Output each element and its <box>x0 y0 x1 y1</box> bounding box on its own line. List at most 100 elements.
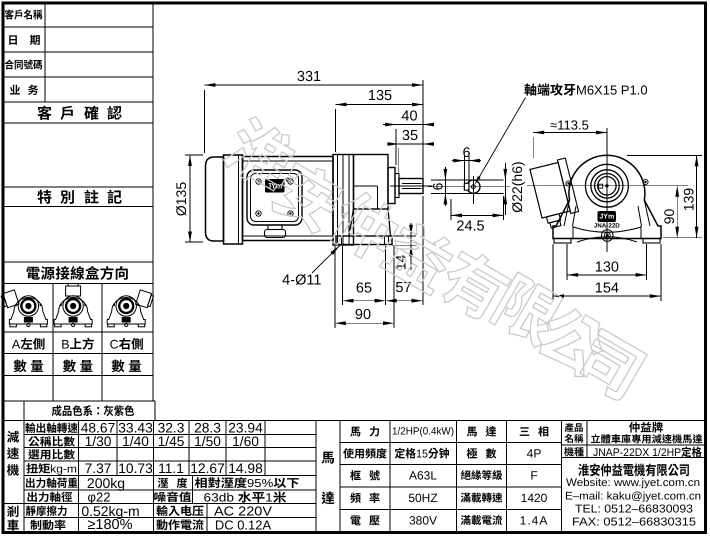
svg-text:Website: www.jyet.com.cn: Website: www.jyet.com.cn <box>566 477 700 489</box>
svg-text:車: 車 <box>7 515 20 534</box>
svg-text:絕緣等級: 絕緣等級 <box>461 468 503 483</box>
svg-text:200kg: 200kg <box>87 475 125 491</box>
svg-text:電: 電 <box>350 513 361 529</box>
svg-text:JNAP-22DX 1/2HP定格: JNAP-22DX 1/2HP定格 <box>593 444 702 460</box>
svg-text:率: 率 <box>369 490 380 506</box>
svg-text:方: 方 <box>100 263 115 284</box>
svg-text:公稱比數: 公稱比數 <box>28 433 75 449</box>
svg-text:相: 相 <box>538 424 549 440</box>
svg-text:154: 154 <box>595 281 619 297</box>
svg-text:馬: 馬 <box>321 447 335 467</box>
svg-text:F: F <box>530 469 537 483</box>
svg-text:380V: 380V <box>409 514 437 528</box>
svg-text:DC 0.12A: DC 0.12A <box>215 517 272 532</box>
svg-text:合同號碼: 合同號碼 <box>5 58 43 73</box>
svg-text:出力軸荷重: 出力軸荷重 <box>25 475 78 491</box>
svg-text:1/45: 1/45 <box>158 434 185 449</box>
svg-text:記: 記 <box>107 187 122 208</box>
svg-text:制動率: 制動率 <box>30 517 66 533</box>
svg-text:量: 量 <box>128 355 142 375</box>
svg-text:331: 331 <box>297 69 321 85</box>
svg-text:JYm: JYm <box>267 182 282 191</box>
svg-text:JNA-22D: JNA-22D <box>594 222 621 229</box>
svg-text:57: 57 <box>395 280 411 296</box>
svg-text:6: 6 <box>463 144 471 160</box>
svg-text:14.98: 14.98 <box>228 461 263 476</box>
svg-text:軸端攻牙M6X15 P1.0: 軸端攻牙M6X15 P1.0 <box>524 80 648 99</box>
svg-text:確: 確 <box>84 103 99 124</box>
svg-text:盒: 盒 <box>85 263 100 284</box>
svg-text:名稱: 名稱 <box>564 431 584 445</box>
svg-text:剎: 剎 <box>7 501 20 520</box>
svg-text:E–mail: kaku@jyet.com.cn: E–mail: kaku@jyet.com.cn <box>565 491 701 503</box>
svg-text:A63L: A63L <box>409 469 437 483</box>
svg-text:65: 65 <box>356 281 372 297</box>
svg-text:壓: 壓 <box>369 513 380 529</box>
svg-text:數: 數 <box>111 355 125 375</box>
svg-text:A左側: A左側 <box>12 334 45 353</box>
svg-text:輸入电压: 輸入电压 <box>156 503 205 519</box>
svg-text:135: 135 <box>368 88 392 104</box>
svg-text:期: 期 <box>30 32 41 48</box>
svg-text:Ø22(h6): Ø22(h6) <box>509 161 525 212</box>
svg-text:接: 接 <box>55 263 70 284</box>
svg-text:力: 力 <box>369 424 380 440</box>
svg-text:三: 三 <box>519 424 530 440</box>
svg-text:≈113.5: ≈113.5 <box>550 118 589 133</box>
svg-text:1420: 1420 <box>521 491 548 505</box>
svg-text:靜摩擦力: 靜摩擦力 <box>26 503 68 519</box>
svg-text:動作電流: 動作電流 <box>156 517 205 533</box>
svg-text:立體車庫專用減速機馬達: 立體車庫專用減速機馬達 <box>591 432 703 446</box>
svg-text:90: 90 <box>355 307 371 323</box>
svg-text:务: 务 <box>28 82 39 98</box>
svg-text:33.43: 33.43 <box>118 421 153 436</box>
svg-text:達: 達 <box>486 424 497 440</box>
svg-text:28.3: 28.3 <box>194 421 221 436</box>
svg-text:仲益牌: 仲益牌 <box>629 420 664 436</box>
svg-text:0.52kg-m: 0.52kg-m <box>81 503 139 519</box>
svg-text:1/2HP(0.4kW): 1/2HP(0.4kW) <box>392 426 454 438</box>
svg-text:速: 速 <box>7 443 20 462</box>
svg-text:註: 註 <box>84 187 99 208</box>
svg-text:客: 客 <box>37 103 52 124</box>
svg-text:JYm: JYm <box>599 213 614 220</box>
svg-text:滿載轉速: 滿載轉速 <box>461 491 503 506</box>
svg-text:淮安仲益電機有限公司: 淮安仲益電機有限公司 <box>578 459 690 479</box>
svg-text:Ø135: Ø135 <box>173 182 189 216</box>
svg-text:φ22: φ22 <box>88 490 111 505</box>
svg-text:11.1: 11.1 <box>158 461 184 476</box>
svg-text:12.67: 12.67 <box>190 461 225 476</box>
svg-text:23.94: 23.94 <box>228 421 263 436</box>
svg-text:數: 數 <box>13 355 27 375</box>
svg-text:框: 框 <box>350 468 361 484</box>
svg-text:4P: 4P <box>527 447 542 461</box>
svg-text:成品色系：灰紫色: 成品色系：灰紫色 <box>52 403 135 419</box>
svg-text:130: 130 <box>595 260 619 276</box>
svg-text:特: 特 <box>37 187 52 208</box>
svg-text:10.73: 10.73 <box>118 461 153 476</box>
svg-text:1/40: 1/40 <box>122 434 149 449</box>
svg-text:32.3: 32.3 <box>158 421 185 436</box>
svg-text:1/60: 1/60 <box>232 434 259 449</box>
svg-text:35: 35 <box>402 128 418 144</box>
svg-text:度: 度 <box>177 475 188 491</box>
svg-text:線: 線 <box>70 263 85 284</box>
svg-text:业: 业 <box>10 82 21 98</box>
svg-text:輸出軸轉速: 輸出軸轉速 <box>25 420 78 436</box>
svg-text:數: 數 <box>486 446 497 462</box>
svg-text:向: 向 <box>115 263 130 284</box>
svg-text:≥180%: ≥180% <box>87 517 132 533</box>
svg-text:量: 量 <box>30 355 44 375</box>
svg-text:C右側: C右側 <box>110 334 144 353</box>
svg-text:減: 減 <box>7 427 20 446</box>
svg-text:1.4A: 1.4A <box>520 514 549 528</box>
svg-text:63db 水平1米: 63db 水平1米 <box>204 489 287 506</box>
svg-text:90: 90 <box>661 209 677 225</box>
svg-text:數: 數 <box>63 355 77 375</box>
svg-text:選用比數: 選用比數 <box>28 447 75 463</box>
svg-text:FAX: 0512–66830315: FAX: 0512–66830315 <box>572 517 696 529</box>
svg-text:頻: 頻 <box>350 490 361 506</box>
svg-text:溼: 溼 <box>158 475 169 491</box>
svg-text:24.5: 24.5 <box>456 219 484 235</box>
svg-text:40: 40 <box>401 109 417 125</box>
